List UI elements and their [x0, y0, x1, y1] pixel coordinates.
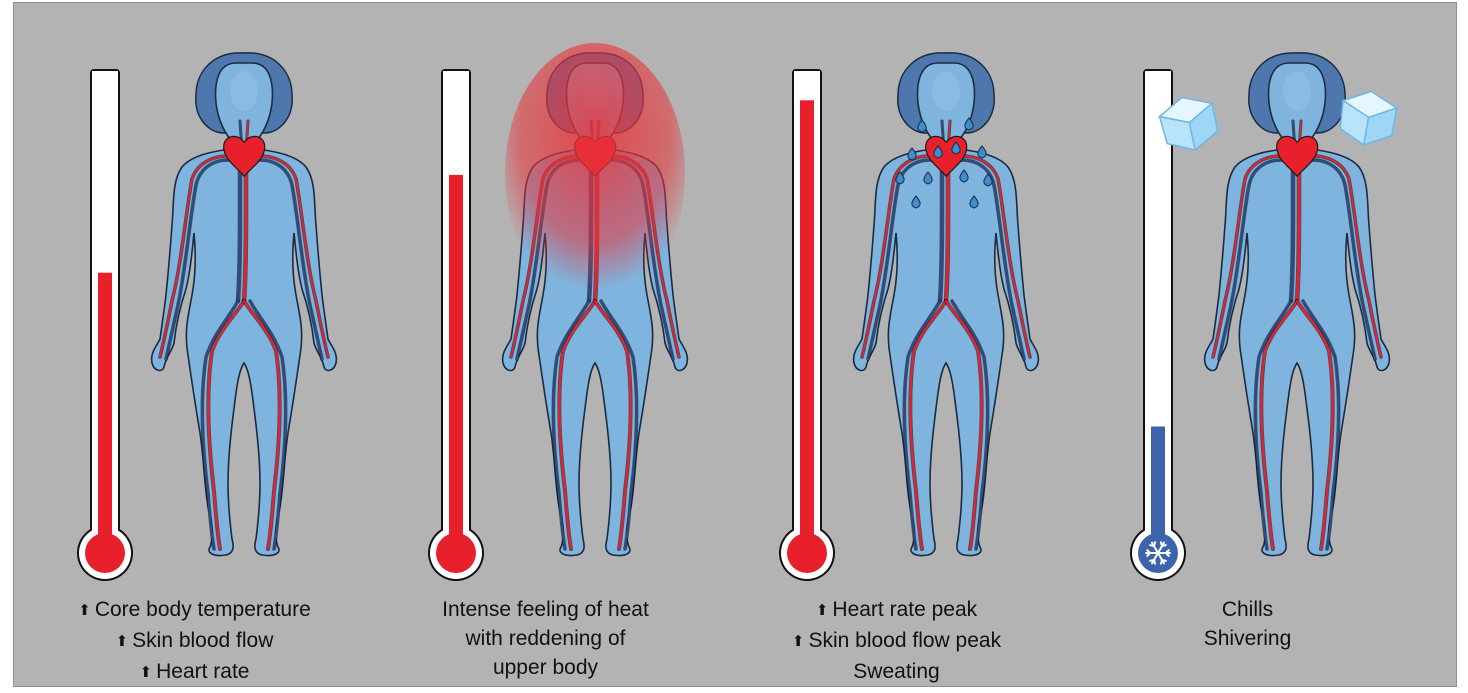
panel-caption: Intense feeling of heat with reddening of…: [365, 595, 726, 682]
up-arrow-icon: ⬆: [116, 633, 129, 650]
up-arrow-icon: ⬆: [792, 633, 805, 650]
panel-caption: ⬆Core body temperature⬆Skin blood flow⬆H…: [14, 595, 375, 687]
caption-text: upper body: [493, 656, 598, 679]
caption-text: with reddening of: [466, 627, 626, 650]
body-silhouette: [152, 63, 337, 556]
up-arrow-icon: ⬆: [140, 664, 153, 681]
panel-illustration: [365, 3, 726, 595]
face: [230, 71, 258, 111]
human-figure: [152, 53, 337, 556]
caption-line: Sweating: [716, 657, 1077, 686]
face: [1283, 71, 1311, 111]
thermometer-bulb: [85, 533, 125, 573]
figure-background: ⬆Core body temperature⬆Skin blood flow⬆H…: [13, 2, 1457, 687]
redness-overlay: [505, 43, 685, 303]
thermometer-level: [98, 273, 112, 543]
caption-line: ⬆Heart rate peak: [716, 595, 1077, 626]
caption-text: Shivering: [1204, 627, 1292, 650]
face: [932, 71, 960, 111]
thermometer-bulb: [787, 533, 827, 573]
caption-line: Shivering: [1067, 624, 1428, 653]
thermometer-level: [1151, 427, 1165, 544]
caption-line: with reddening of: [365, 624, 726, 653]
caption-text: Heart rate peak: [832, 598, 977, 621]
caption-line: Chills: [1067, 595, 1428, 624]
caption-line: ⬆Skin blood flow: [14, 626, 375, 657]
caption-text: Skin blood flow: [132, 629, 273, 652]
thermometer-bulb: [436, 533, 476, 573]
panel-illustration: [716, 3, 1077, 595]
caption-text: Sweating: [853, 660, 939, 683]
caption-line: upper body: [365, 653, 726, 682]
caption-text: Chills: [1222, 598, 1273, 621]
thermometer: [779, 69, 835, 581]
panel-illustration: [14, 3, 375, 595]
thermometer-level: [449, 175, 463, 543]
panel-2: Intense feeling of heat with reddening of…: [365, 3, 726, 687]
sweat-drop-icon: [908, 148, 916, 160]
panel-1: ⬆Core body temperature⬆Skin blood flow⬆H…: [14, 3, 375, 687]
caption-text: Heart rate: [156, 660, 249, 683]
human-figure: [854, 53, 1039, 556]
panel-illustration: [1067, 3, 1428, 595]
thermometer: [77, 69, 133, 581]
caption-text: Skin blood flow peak: [808, 629, 1001, 652]
body-silhouette: [854, 63, 1039, 556]
thermometer: [428, 69, 484, 581]
caption-line: Intense feeling of heat: [365, 595, 726, 624]
caption-text: Core body temperature: [95, 598, 311, 621]
sweat-drop-icon: [978, 146, 986, 158]
up-arrow-icon: ⬆: [816, 602, 829, 619]
thermometer-level: [800, 100, 814, 543]
caption-line: ⬆Skin blood flow peak: [716, 626, 1077, 657]
caption-text: Intense feeling of heat: [442, 598, 649, 621]
up-arrow-icon: ⬆: [78, 602, 91, 619]
caption-line: ⬆Core body temperature: [14, 595, 375, 626]
caption-line: ⬆Heart rate: [14, 657, 375, 687]
